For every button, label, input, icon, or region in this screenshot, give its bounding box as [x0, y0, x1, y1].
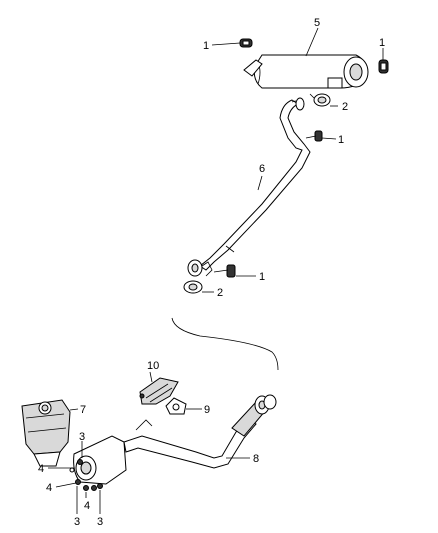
- callout-5: 5: [314, 17, 320, 29]
- hanger-lower: [213, 264, 236, 278]
- callout-3-upper: 3: [79, 431, 85, 443]
- intermediate-pipe: [199, 97, 311, 277]
- callout-9: 9: [204, 404, 210, 416]
- clamp-lower: [183, 259, 203, 294]
- callout-10: 10: [147, 360, 159, 372]
- callout-1-top-right: 1: [379, 37, 385, 49]
- callout-4-center: 4: [84, 500, 90, 512]
- callout-6: 6: [259, 163, 265, 175]
- callout-1-middle: 1: [338, 134, 344, 146]
- callout-1-lower: 1: [259, 271, 265, 283]
- callout-7: 7: [80, 404, 86, 416]
- callout-3-bottom-left: 3: [74, 516, 80, 528]
- front-pipe-resonator: [73, 394, 277, 485]
- callout-2-upper: 2: [342, 101, 348, 113]
- callout-2-lower: 2: [217, 287, 223, 299]
- callout-4-left: 4: [46, 482, 52, 494]
- hanger-middle: [305, 130, 323, 142]
- callout-labels: 1 5 1 2 1 6 1 2 10 7 9 3 4 8 4 4 3 3: [38, 17, 385, 528]
- hanger-top-right: [378, 59, 389, 74]
- nuts-and-studs: [69, 459, 103, 491]
- clamp-upper: [309, 93, 331, 107]
- callout-1-top-left: 1: [203, 40, 209, 52]
- hanger-top-left: [239, 38, 253, 48]
- section-separator-arc: [171, 317, 279, 371]
- callout-8: 8: [253, 453, 259, 465]
- heat-shield: [139, 377, 179, 405]
- muffler-assembly: [243, 54, 369, 89]
- callout-4-upper: 4: [38, 463, 44, 475]
- catalytic-converter: [21, 399, 71, 467]
- leader-lines: [48, 27, 384, 514]
- callout-3-bottom-right: 3: [97, 516, 103, 528]
- bracket: [165, 397, 187, 415]
